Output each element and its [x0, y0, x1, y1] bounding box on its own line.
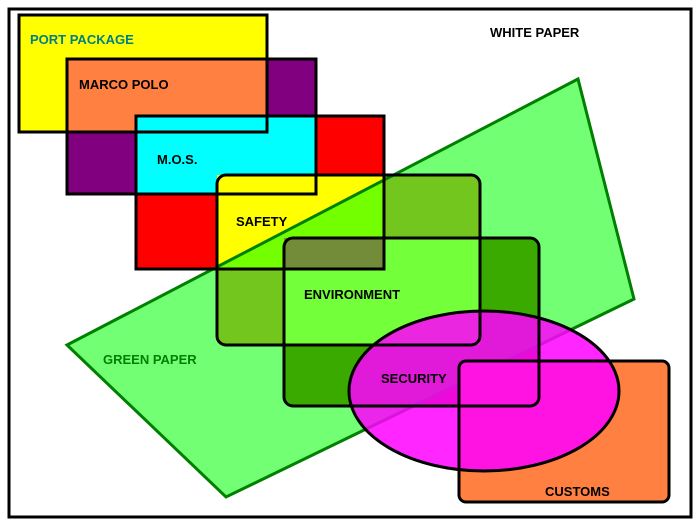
safety-outline: [215, 173, 482, 347]
security-outline: [347, 309, 621, 473]
mos-label: M.O.S.: [157, 152, 197, 167]
white-paper-label: WHITE PAPER: [490, 25, 580, 40]
environment-label: ENVIRONMENT: [304, 287, 400, 302]
region-outlines: [17, 13, 671, 504]
green-paper-label: GREEN PAPER: [103, 352, 197, 367]
security-label: SECURITY: [381, 371, 447, 386]
port-package-label: PORT PACKAGE: [30, 32, 134, 47]
marco-polo-label: MARCO POLO: [79, 77, 169, 92]
environment-outline: [282, 236, 541, 408]
marco-polo-outline: [65, 57, 318, 196]
mos-outline: [134, 114, 386, 271]
customs-label: CUSTOMS: [545, 484, 610, 499]
security-ellipse: [349, 311, 619, 471]
port-package-outline: [17, 13, 269, 134]
customs-outline: [457, 359, 671, 504]
green-paper-band: [64, 76, 636, 499]
safety-label: SAFETY: [236, 214, 288, 229]
